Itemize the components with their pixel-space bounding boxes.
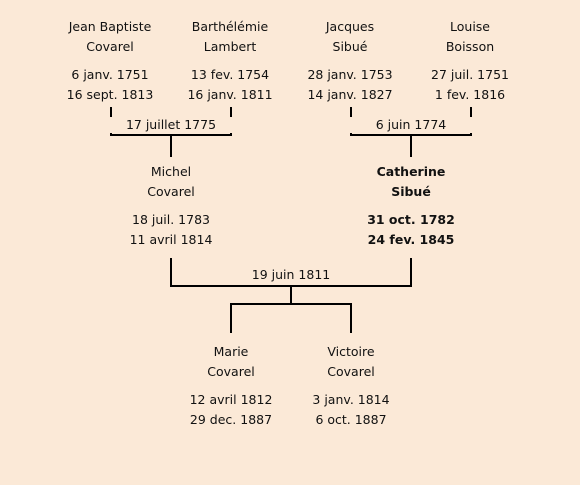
- last-name: Lambert: [203, 39, 257, 54]
- death-date: 16 janv. 1811: [187, 87, 273, 102]
- birth-date: 12 avril 1812: [189, 392, 273, 407]
- death-date: 14 janv. 1827: [307, 87, 393, 102]
- first-name: Marie: [213, 344, 249, 359]
- first-name: Barthélémie: [191, 19, 269, 34]
- first-name: Louise: [450, 19, 490, 34]
- death-date: 1 fev. 1816: [434, 87, 506, 102]
- last-name: Sibué: [332, 39, 368, 54]
- person-victoire-covarel: Victoire Covarel 3 janv. 1814 6 oct. 188…: [276, 342, 426, 430]
- birth-date: 3 janv. 1814: [312, 392, 390, 407]
- connector-line: [170, 258, 172, 287]
- last-name: Covarel: [207, 364, 255, 379]
- death-date: 24 fev. 1845: [367, 232, 455, 247]
- first-name: Victoire: [327, 344, 375, 359]
- connector-line: [350, 303, 352, 333]
- death-date: 6 oct. 1887: [315, 412, 387, 427]
- death-date: 29 dec. 1887: [189, 412, 273, 427]
- connector-line: [290, 285, 292, 305]
- last-name: Sibué: [391, 184, 431, 199]
- marriage-date: 17 juillet 1775: [101, 117, 241, 133]
- death-date: 16 sept. 1813: [66, 87, 154, 102]
- person-louise-boisson: Louise Boisson 27 juil. 1751 1 fev. 1816: [395, 17, 545, 105]
- marriage-date: 6 juin 1774: [341, 117, 481, 133]
- birth-date: 18 juil. 1783: [132, 212, 210, 227]
- first-name: Michel: [150, 164, 192, 179]
- birth-date: 28 janv. 1753: [307, 67, 393, 82]
- person-catherine-sibue: Catherine Sibué 31 oct. 1782 24 fev. 184…: [336, 162, 486, 250]
- person-jean-baptiste-covarel: Jean Baptiste Covarel 6 janv. 1751 16 se…: [35, 17, 185, 105]
- marriage-date: 19 juin 1811: [221, 267, 361, 283]
- first-name: Catherine: [376, 164, 446, 179]
- person-michel-covarel: Michel Covarel 18 juil. 1783 11 avril 18…: [96, 162, 246, 250]
- first-name: Jacques: [325, 19, 375, 34]
- birth-date: 27 juil. 1751: [431, 67, 509, 82]
- connector-line: [410, 258, 412, 287]
- birth-date: 13 fev. 1754: [190, 67, 270, 82]
- person-barthelemie-lambert: Barthélémie Lambert 13 fev. 1754 16 janv…: [155, 17, 305, 105]
- last-name: Covarel: [86, 39, 134, 54]
- last-name: Covarel: [327, 364, 375, 379]
- death-date: 11 avril 1814: [129, 232, 213, 247]
- last-name: Boisson: [445, 39, 495, 54]
- connector-line: [230, 303, 232, 333]
- first-name: Jean Baptiste: [68, 19, 152, 34]
- birth-date: 6 janv. 1751: [71, 67, 149, 82]
- birth-date: 31 oct. 1782: [367, 212, 455, 227]
- last-name: Covarel: [147, 184, 195, 199]
- person-jacques-sibue: Jacques Sibué 28 janv. 1753 14 janv. 182…: [275, 17, 425, 105]
- connector-line: [410, 134, 412, 157]
- connector-line: [230, 303, 352, 305]
- connector-line: [170, 134, 172, 157]
- person-marie-covarel: Marie Covarel 12 avril 1812 29 dec. 1887: [156, 342, 306, 430]
